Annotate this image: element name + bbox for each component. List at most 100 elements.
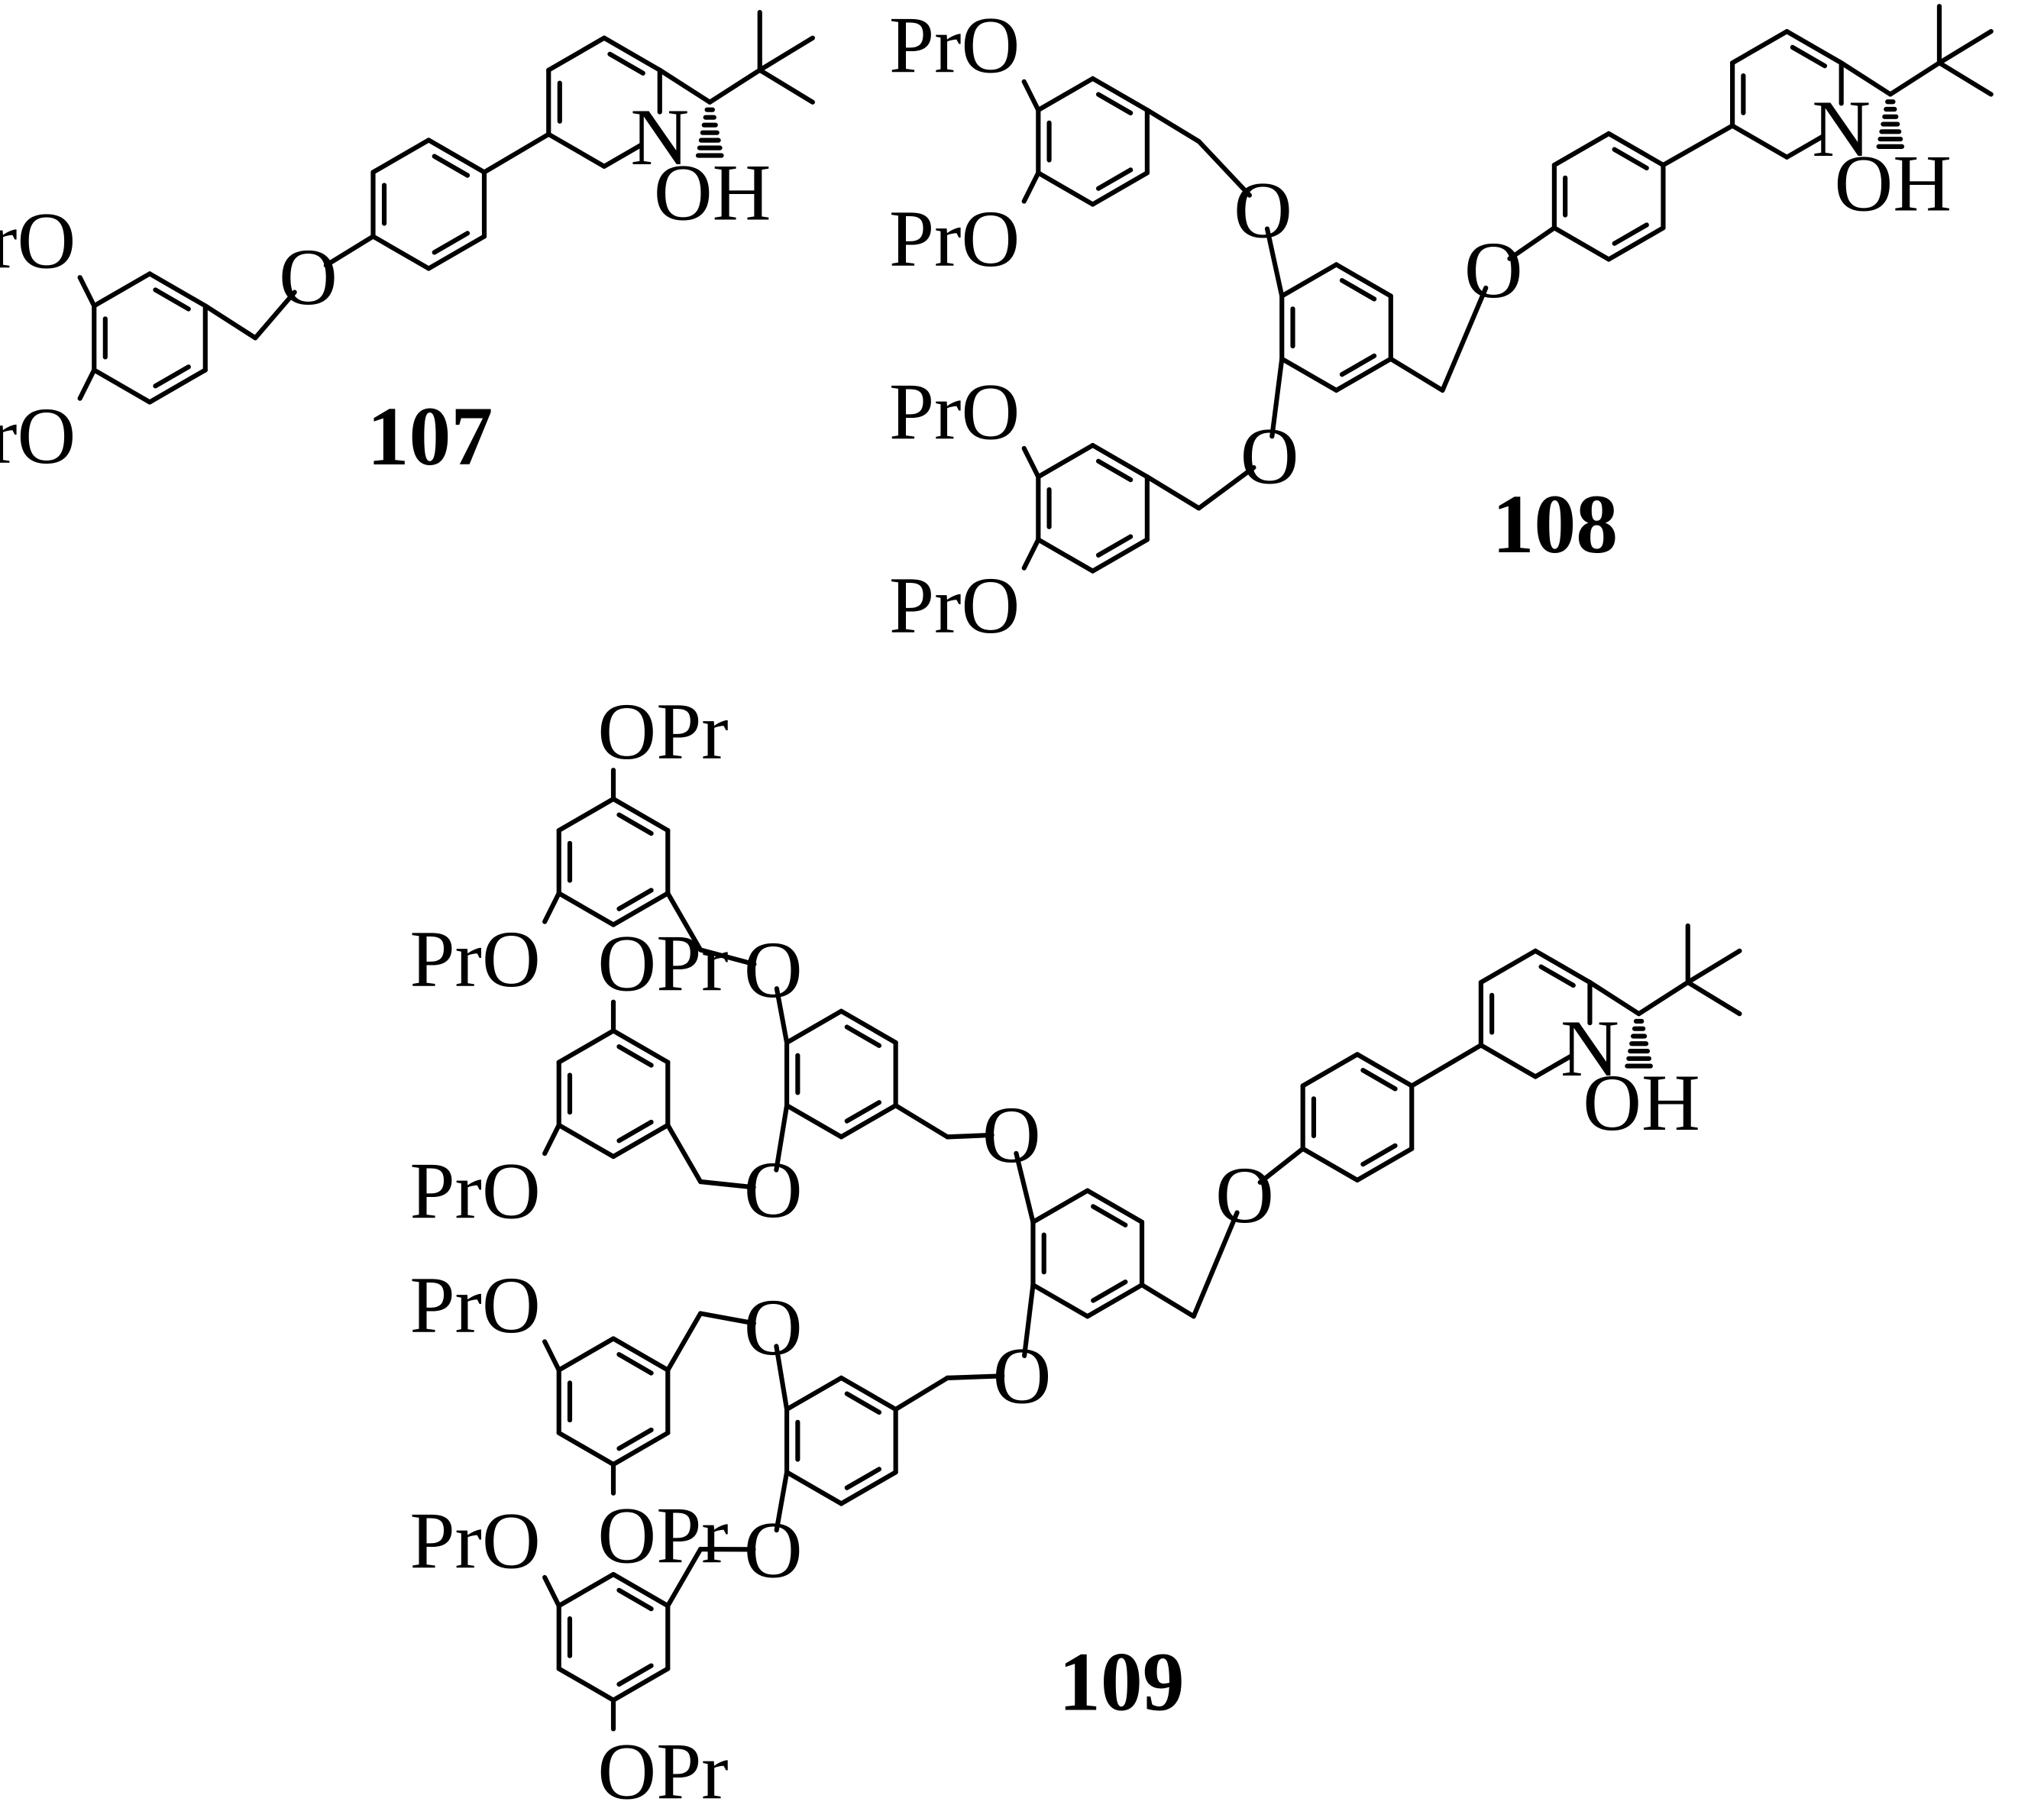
bond-line	[1022, 1283, 1036, 1358]
ring-bond	[1300, 1146, 1360, 1183]
aromatic-inner-bond	[616, 1587, 654, 1612]
bond-line	[1014, 1150, 1036, 1224]
bond-line	[665, 891, 703, 953]
bond-line	[1021, 79, 1041, 113]
aromatic-inner-bond	[1790, 44, 1828, 69]
aromatic-inner-bond	[1095, 534, 1134, 558]
bond-line	[757, 35, 815, 73]
benzene-ring	[784, 1008, 898, 1140]
aromatic-inner-bond	[1339, 278, 1377, 302]
benzene-ring	[370, 137, 487, 271]
benzene-ring	[1030, 1188, 1145, 1319]
aromatic-inner-bond	[844, 1100, 882, 1124]
ring-bond	[370, 234, 432, 271]
aromatic-inner-bond	[607, 51, 645, 76]
ring-bond	[784, 1103, 844, 1140]
hashed-wedge-bond	[1876, 99, 1905, 149]
bond-line	[1587, 979, 1641, 1017]
bond-line	[657, 67, 713, 105]
bond-line	[1021, 445, 1041, 480]
atom-label: O	[1464, 225, 1523, 315]
atom-label: OH	[1583, 1057, 1700, 1147]
ring-bond	[1090, 76, 1150, 113]
bond-line	[1269, 356, 1285, 439]
ring-bond	[426, 234, 487, 271]
compound-number-label: 109	[1059, 1635, 1185, 1729]
bond-line	[945, 1132, 995, 1140]
bond-line	[697, 1311, 756, 1326]
ring-bond	[1030, 1188, 1090, 1224]
aromatic-inner-bond	[616, 1119, 654, 1144]
aromatic-inner-bond	[844, 1467, 882, 1490]
aromatic-inner-bond	[153, 364, 191, 389]
hashed-wedge-bond	[695, 107, 724, 158]
ring-bond	[1279, 356, 1339, 393]
aromatic-inner-bond	[616, 1044, 654, 1068]
ring-bond	[1606, 225, 1666, 262]
bond-line	[542, 1574, 561, 1609]
bond-line	[697, 947, 757, 967]
atom-label: N	[630, 92, 689, 182]
bond-line	[1887, 60, 1942, 97]
aromatic-inner-bond	[1095, 167, 1134, 191]
pyridine-ring	[1730, 29, 1844, 160]
benzene-ring	[92, 271, 208, 405]
atom-label: PrO	[409, 1495, 540, 1585]
ring-bond	[556, 1336, 616, 1373]
bond-line	[665, 1311, 703, 1373]
ring-bond	[147, 271, 208, 309]
atom-label: PrO	[889, 0, 1020, 89]
bond-line	[1021, 170, 1041, 204]
aromatic-inner-bond	[153, 287, 191, 312]
atom-label: OPr	[597, 686, 728, 776]
aromatic-inner-bond	[1538, 964, 1576, 988]
bond-line	[542, 891, 561, 924]
ring-bond	[556, 891, 616, 927]
ring-bond	[839, 1008, 898, 1045]
ring-bond	[610, 1666, 671, 1703]
atom-label: O	[744, 924, 803, 1014]
ring-bond	[92, 271, 153, 309]
benzene-ring	[1551, 131, 1666, 262]
atom-label: O	[744, 1144, 803, 1234]
bond-line	[542, 1122, 561, 1156]
aromatic-inner-bond	[844, 1391, 882, 1415]
ring-bond	[610, 1571, 671, 1609]
bond-line	[1409, 1043, 1483, 1089]
bond-line	[77, 367, 97, 401]
ring-bond	[784, 1375, 844, 1412]
bond-line	[1440, 285, 1489, 393]
aromatic-inner-bond	[616, 1352, 654, 1376]
aromatic-inner-bond	[1095, 458, 1134, 483]
hashed-wedge-bond	[1625, 1018, 1653, 1069]
atom-label: O	[279, 231, 338, 322]
ring-bond	[546, 131, 607, 169]
ring-bond	[1533, 948, 1593, 985]
atom-label: O	[1234, 164, 1292, 254]
atom-label: PrO	[889, 560, 1020, 650]
benzene-ring	[784, 1375, 898, 1506]
benzene-ring	[556, 1336, 671, 1467]
benzene-ring	[556, 1028, 671, 1160]
bond-line	[1264, 226, 1285, 299]
aromatic-inner-bond	[432, 154, 471, 178]
ring-bond	[1090, 170, 1150, 207]
ring-bond	[546, 35, 607, 73]
ring-bond	[147, 367, 208, 405]
ring-bond	[556, 1666, 616, 1703]
bond-line	[757, 67, 815, 105]
ring-bond	[610, 796, 671, 833]
bond-line	[1636, 979, 1690, 1017]
aromatic-inner-bond	[432, 231, 471, 255]
atom-label: O	[1215, 1150, 1274, 1240]
aromatic-inner-bond	[616, 812, 654, 836]
bond-line	[1936, 60, 1994, 97]
bond-line	[697, 1179, 756, 1190]
ring-bond	[1085, 1188, 1145, 1224]
bond-line	[665, 1122, 703, 1185]
bond-line	[1936, 29, 1994, 66]
bond-line	[481, 131, 551, 175]
ring-bond	[1606, 131, 1666, 168]
